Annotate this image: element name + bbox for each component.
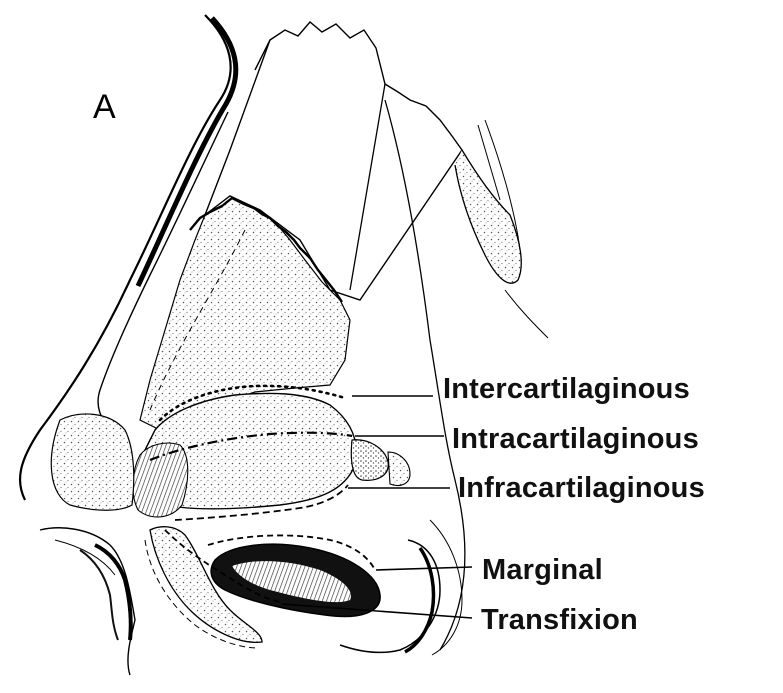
columella-skin xyxy=(51,414,133,510)
label-infracartilaginous: Infracartilaginous xyxy=(458,472,705,505)
label-marginal: Marginal xyxy=(482,554,603,587)
label-intercartilaginous: Intercartilaginous xyxy=(443,373,690,406)
medial-crus xyxy=(133,443,188,517)
label-transfixion: Transfixion xyxy=(481,604,638,637)
label-intracartilaginous: Intracartilaginous xyxy=(452,423,699,456)
panel-letter: A xyxy=(93,88,116,127)
